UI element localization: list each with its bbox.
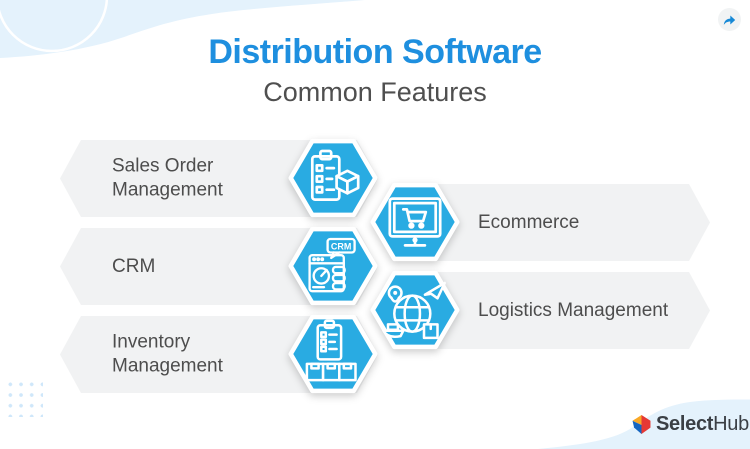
share-button[interactable] [718,8,741,31]
page-subtitle: Common Features [263,77,487,108]
feature-row-sales-order: Sales Order Management [60,138,378,218]
logistics-icon [370,270,460,350]
ecommerce-icon [370,182,460,262]
feature-label: Ecommerce [478,211,580,233]
feature-label: Inventory Management [112,331,223,377]
inventory-icon [288,314,378,394]
feature-row-inventory: Inventory Management [60,314,378,394]
sales-order-icon [288,138,378,218]
feature-row-logistics: Logistics Management [370,270,710,350]
feature-row-ecommerce: Ecommerce [370,182,710,262]
page-title: Distribution Software [208,33,542,71]
brand-name-light: Hub [713,413,749,435]
feature-label: CRM [112,255,156,277]
decor-dot-grid [5,379,43,417]
header: Distribution Software Common Features [0,33,750,108]
crm-badge-text: CRM [331,241,352,251]
selecthub-cube-icon [632,415,651,434]
feature-row-crm: CRM CRM [60,226,378,306]
brand-name-bold: Select [656,413,714,435]
feature-label: Sales Order Management [112,155,223,201]
feature-label: Logistics Management [478,299,669,321]
brand-logo: SelectHub [632,413,749,436]
share-arrow-icon [723,15,736,25]
brand-name: SelectHub [656,413,749,436]
crm-icon: CRM [288,226,378,306]
